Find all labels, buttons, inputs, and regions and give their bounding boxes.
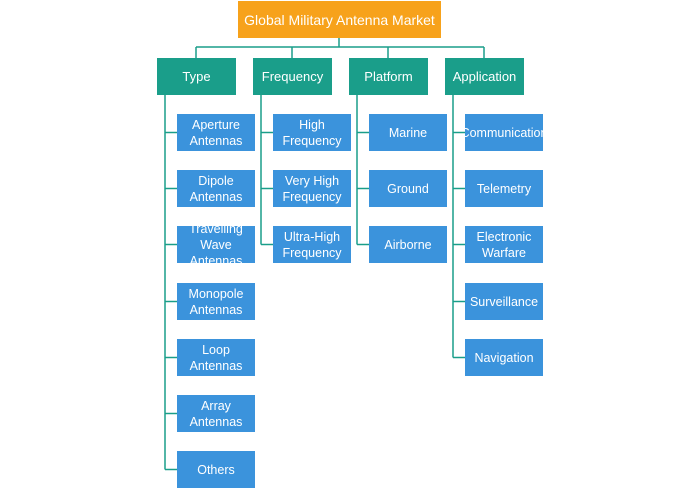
- category-application: Application: [445, 58, 524, 95]
- leaf-type-dipole-antennas: Dipole Antennas: [177, 170, 255, 207]
- leaf-application-navigation: Navigation: [465, 339, 543, 376]
- leaf-application-electronic-warfare: Electronic Warfare: [465, 226, 543, 263]
- leaf-frequency-ultra-high-frequency: Ultra-High Frequency: [273, 226, 351, 263]
- leaf-platform-ground: Ground: [369, 170, 447, 207]
- leaf-application-surveillance: Surveillance: [465, 283, 543, 320]
- leaf-platform-airborne: Airborne: [369, 226, 447, 263]
- leaf-type-travelling-wave-antennas: Travelling Wave Antennas: [177, 226, 255, 263]
- leaf-type-others: Others: [177, 451, 255, 488]
- leaf-frequency-very-high-frequency: Very High Frequency: [273, 170, 351, 207]
- category-frequency: Frequency: [253, 58, 332, 95]
- category-platform: Platform: [349, 58, 428, 95]
- leaf-type-monopole-antennas: Monopole Antennas: [177, 283, 255, 320]
- root-node: Global Military Antenna Market: [238, 1, 441, 38]
- leaf-type-array-antennas: Array Antennas: [177, 395, 255, 432]
- leaf-application-telemetry: Telemetry: [465, 170, 543, 207]
- leaf-application-communication: Communication: [465, 114, 543, 151]
- category-type: Type: [157, 58, 236, 95]
- leaf-type-aperture-antennas: Aperture Antennas: [177, 114, 255, 151]
- leaf-platform-marine: Marine: [369, 114, 447, 151]
- leaf-frequency-high-frequency: High Frequency: [273, 114, 351, 151]
- leaf-type-loop-antennas: Loop Antennas: [177, 339, 255, 376]
